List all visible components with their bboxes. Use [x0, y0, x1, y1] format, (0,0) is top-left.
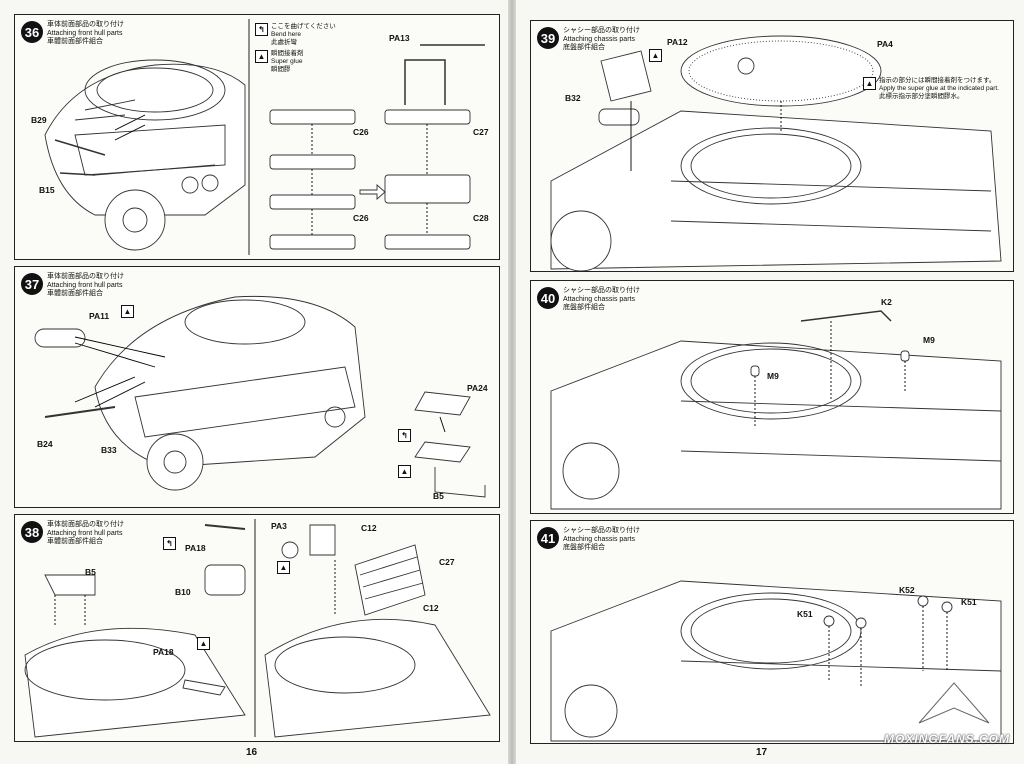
step-41-drawing [550, 580, 1002, 742]
binding-spine [508, 0, 516, 764]
step-title-zh: 車體前面部件組合 [47, 538, 103, 545]
part-label: C26 [353, 213, 369, 223]
step-title-en: Attaching front hull parts [47, 529, 123, 537]
part-label: B5 [85, 567, 96, 577]
part-label: C27 [439, 557, 455, 567]
part-label: M9 [923, 335, 935, 345]
glue-zh: 瞬間膠 [271, 66, 291, 73]
glue-icon: ▲ [398, 465, 411, 478]
part-label: M9 [767, 371, 779, 381]
glue-icon: ▲ [197, 637, 210, 650]
step-37-panel: 37 車体前面部品の取り付け Attaching front hull part… [14, 266, 500, 508]
page-number-left: 16 [246, 747, 258, 758]
step-title-en: Attaching chassis parts [563, 295, 635, 303]
step-number: 37 [21, 273, 43, 295]
part-label: K51 [961, 597, 977, 607]
step-40-panel: 40 シャシー部品の取り付け Attaching chassis parts 底… [530, 280, 1014, 514]
part-label: PA18 [153, 647, 174, 657]
step-41-header: 41 シャシー部品の取り付け Attaching chassis parts 底… [537, 527, 640, 553]
part-label: K2 [881, 297, 892, 307]
part-label: B5 [433, 491, 444, 501]
glue-icon: ▲ [121, 305, 134, 318]
note-en: Apply the super glue at the indicated pa… [879, 85, 999, 92]
step-number: 36 [21, 21, 43, 43]
step-title-jp: シャシー部品の取り付け [563, 27, 640, 34]
part-label: PA13 [389, 33, 410, 43]
step-title-en: Attaching chassis parts [563, 35, 635, 43]
part-label: K52 [899, 585, 915, 595]
part-label: B15 [39, 185, 55, 195]
watermark-text: MOXINGFANS.COM [883, 732, 1010, 746]
glue-icon: ▲ [649, 49, 662, 62]
step-38-header: 38 車体前面部品の取り付け Attaching front hull part… [21, 521, 124, 547]
bend-en: Bend here [271, 31, 301, 38]
step-40-drawing [550, 310, 1002, 510]
part-label: PA12 [667, 37, 688, 47]
part-label: C27 [473, 127, 489, 137]
glue-jp: 瞬間接着剤 [271, 50, 304, 57]
glue-icon: ▲ [277, 561, 290, 574]
step-39-panel: 39 シャシー部品の取り付け Attaching chassis parts 底… [530, 20, 1014, 272]
step-39-header: 39 シャシー部品の取り付け Attaching chassis parts 底… [537, 27, 640, 53]
step-title-en: Attaching chassis parts [563, 535, 635, 543]
part-label: B32 [565, 93, 581, 103]
bend-zh: 此處折彎 [271, 39, 297, 46]
step-37-header: 37 車体前面部品の取り付け Attaching front hull part… [21, 273, 124, 299]
bend-icon: ↰ [398, 429, 411, 442]
step-title-jp: 車体前面部品の取り付け [47, 521, 124, 528]
step-title-zh: 底盤部件組合 [563, 304, 605, 311]
step-title-zh: 車體前面部件組合 [47, 290, 103, 297]
step-39-drawing [550, 35, 1002, 271]
part-label: PA24 [467, 383, 488, 393]
step-number: 40 [537, 287, 559, 309]
step-37-drawing [34, 295, 486, 498]
part-label: C28 [473, 213, 489, 223]
glue-icon: ▲ [863, 77, 876, 90]
step-title-en: Attaching front hull parts [47, 281, 123, 289]
glue-note: ▲ 指示の部分には瞬間接着剤をつけます。Apply the super glue… [863, 77, 1011, 104]
page-number-right: 17 [756, 747, 768, 758]
step-38-drawing [24, 519, 491, 738]
part-label: B10 [175, 587, 191, 597]
step-title-zh: 底盤部件組合 [563, 544, 605, 551]
step-36-panel: 36 車体前面部品の取り付け Attaching front hull part… [14, 14, 500, 260]
step-number: 39 [537, 27, 559, 49]
part-label: C12 [361, 523, 377, 533]
watermark-logo-icon [917, 680, 991, 725]
part-label: B24 [37, 439, 53, 449]
note-jp: 指示の部分には瞬間接着剤をつけます。 [879, 77, 996, 84]
step-title-jp: シャシー部品の取り付け [563, 287, 640, 294]
part-label: C26 [353, 127, 369, 137]
bend-icon: ↰ [163, 537, 176, 550]
part-label: PA4 [877, 39, 893, 49]
step-number: 38 [21, 521, 43, 543]
part-label: K51 [797, 609, 813, 619]
bend-jp: ここを曲げてください [271, 23, 336, 30]
part-label: B29 [31, 115, 47, 125]
glue-icon: ▲ [255, 50, 268, 63]
part-label: PA3 [271, 521, 287, 531]
step-number: 41 [537, 527, 559, 549]
step-title-zh: 車體前面部件組合 [47, 38, 103, 45]
step-40-header: 40 シャシー部品の取り付け Attaching chassis parts 底… [537, 287, 640, 313]
step-title-jp: 車体前面部品の取り付け [47, 273, 124, 280]
part-label: PA18 [185, 543, 206, 553]
part-label: PA11 [89, 311, 110, 321]
step-36-header: 36 車体前面部品の取り付け Attaching front hull part… [21, 21, 124, 47]
step-36-drawing [44, 19, 485, 255]
part-label: B33 [101, 445, 117, 455]
step-title-jp: 車体前面部品の取り付け [47, 21, 124, 28]
bend-icon: ↰ [255, 23, 268, 36]
step-title-zh: 底盤部件組合 [563, 44, 605, 51]
note-zh: 此標示指示部分塗瞬間膠水。 [879, 93, 964, 100]
step-title-en: Attaching front hull parts [47, 29, 123, 37]
step-38-panel: 38 車体前面部品の取り付け Attaching front hull part… [14, 514, 500, 742]
glue-en: Super glue [271, 58, 303, 65]
part-label: C12 [423, 603, 439, 613]
step-title-jp: シャシー部品の取り付け [563, 527, 640, 534]
